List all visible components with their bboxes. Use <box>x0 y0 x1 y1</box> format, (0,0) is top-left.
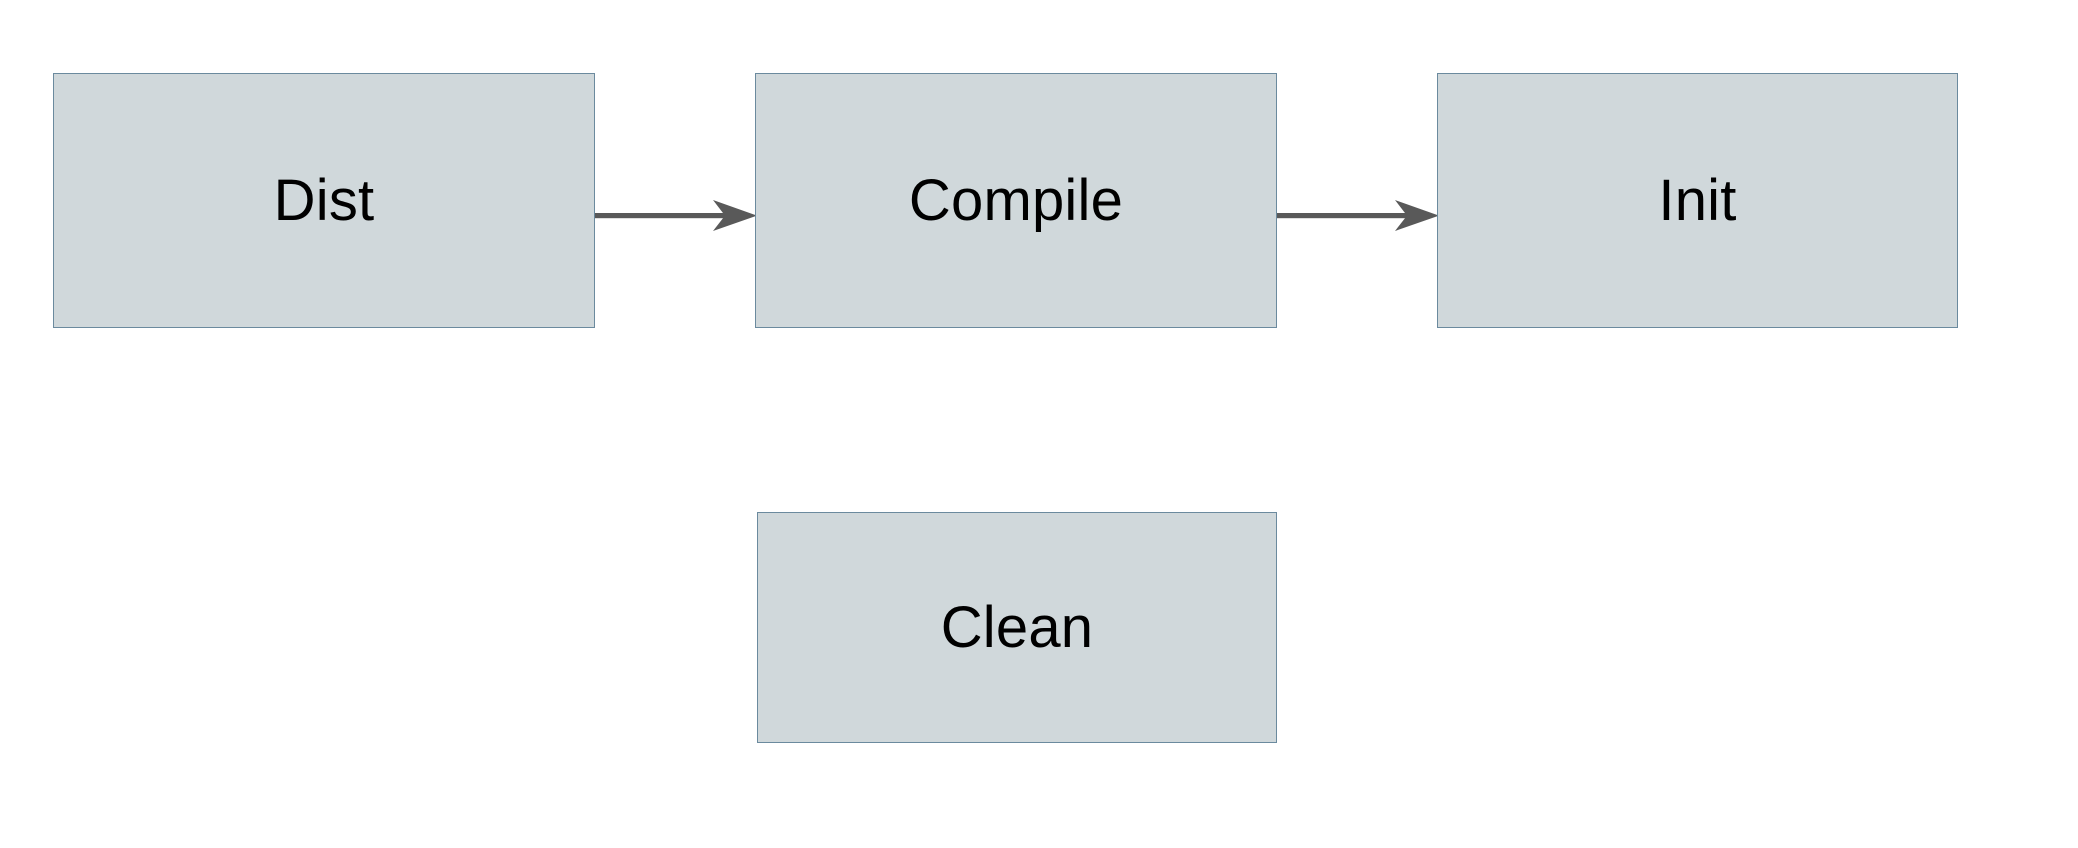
arrowhead-icon <box>1395 200 1439 231</box>
node-clean[interactable]: Clean <box>757 512 1277 743</box>
node-init-label: Init <box>1658 167 1737 233</box>
node-dist[interactable]: Dist <box>53 73 595 328</box>
arrow-shaft <box>1277 213 1407 219</box>
node-dist-label: Dist <box>273 167 375 233</box>
node-compile-label: Compile <box>908 167 1124 233</box>
node-compile[interactable]: Compile <box>755 73 1277 328</box>
arrow-shaft <box>595 213 725 219</box>
node-clean-label: Clean <box>940 594 1094 660</box>
node-init[interactable]: Init <box>1437 73 1958 328</box>
edge-compile-to-init[interactable] <box>1277 200 1439 231</box>
edge-dist-to-compile[interactable] <box>595 200 757 231</box>
arrowhead-icon <box>713 200 757 231</box>
